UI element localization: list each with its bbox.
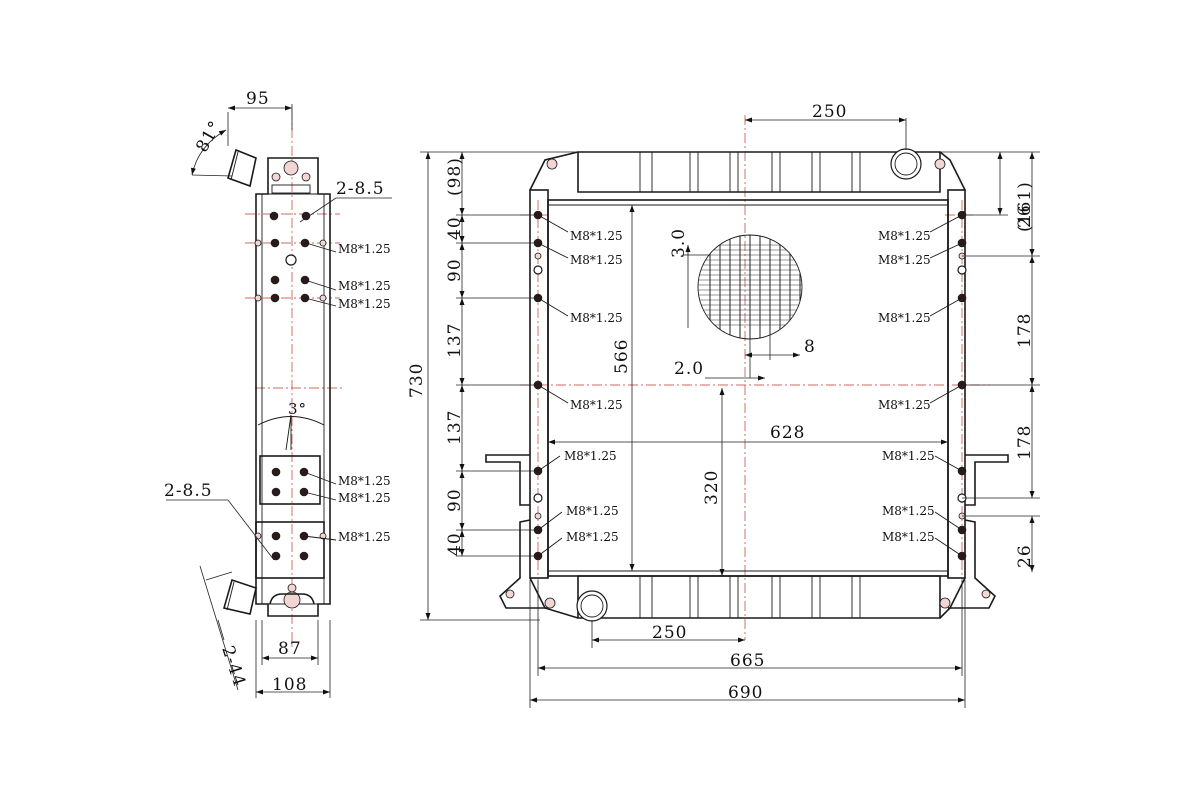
dim-right: 178 [1015,313,1035,348]
side-view [166,104,392,698]
side-bolt-label: M8*1.25 [338,297,391,311]
dim-right: 26 [1015,204,1035,228]
top-pipe [227,148,257,188]
dim-right: 26 [1015,544,1035,568]
side-bolt-label: M8*1.25 [338,474,391,488]
dim-core-width: 628 [770,423,805,443]
dim-right: (161) [1015,181,1035,232]
front-right-bolt-label: M8*1.25 [878,311,931,325]
front-right-bolt-label: M8*1.25 [878,253,931,267]
dim-lower-height: 320 [702,470,722,505]
dim-pipe-dia: 2-44 [217,643,249,689]
top-tank [529,148,966,193]
front-left-bolt-label: M8*1.25 [570,253,623,267]
dim-left: 90 [445,488,465,512]
dim-overall-height: 730 [407,363,427,398]
dim-left: 40 [445,216,465,240]
bottom-pipe [222,578,257,615]
dim-left: 137 [445,323,465,358]
front-right-bolt-label: M8*1.25 [878,229,931,243]
front-left-bolt-label: M8*1.25 [570,229,623,243]
front-right-bolt-label: M8*1.25 [882,530,935,544]
radiator-core [547,199,949,577]
dim-frame-width: 665 [730,651,765,671]
front-left-bolt-label: M8*1.25 [570,311,623,325]
side-bolt-label: M8*1.25 [338,491,391,505]
dim-tube-gap: 2.0 [674,359,704,379]
dim-left: 90 [445,258,465,282]
front-right-bolt-label: M8*1.25 [882,449,935,463]
dim-angle-top: 81° [192,117,226,156]
side-bolt-label: M8*1.25 [338,242,391,256]
dim-tube-width: 8 [804,337,816,357]
side-bolt-label: M8*1.25 [338,279,391,293]
dim-left: 40 [445,532,465,556]
front-left-bolt-label: M8*1.25 [566,504,619,518]
dim-right: 178 [1015,425,1035,460]
dim-top-pipe-offset: 250 [812,102,847,122]
bottom-tank [529,575,966,622]
taper-angle-label: 3° [288,400,307,418]
front-right-bolt-label: M8*1.25 [878,398,931,412]
front-left-bolt-label: M8*1.25 [564,449,617,463]
side-bolt-label: M8*1.25 [338,530,391,544]
dim-side-top-width: 95 [246,89,270,109]
dim-bottom-pipe-offset: 250 [652,623,687,643]
dim-left: 137 [445,410,465,445]
front-left-bolt-label: M8*1.25 [570,398,623,412]
dim-core-height: 566 [612,339,632,374]
core-detail-view [684,234,803,381]
dim-bottom-width: 108 [272,675,307,695]
dim-bottom-inner-width: 87 [278,639,302,659]
dim-left: (98) [445,157,465,196]
front-view [420,115,1040,708]
hole-bottom-label: 2-8.5 [164,481,213,501]
hole-top-label: 2-8.5 [336,179,385,199]
front-left-bolt-label: M8*1.25 [566,530,619,544]
front-right-bolt-label: M8*1.25 [882,504,935,518]
dim-overall-width: 690 [728,683,763,703]
dim-fin-pitch: 3.0 [669,228,689,258]
